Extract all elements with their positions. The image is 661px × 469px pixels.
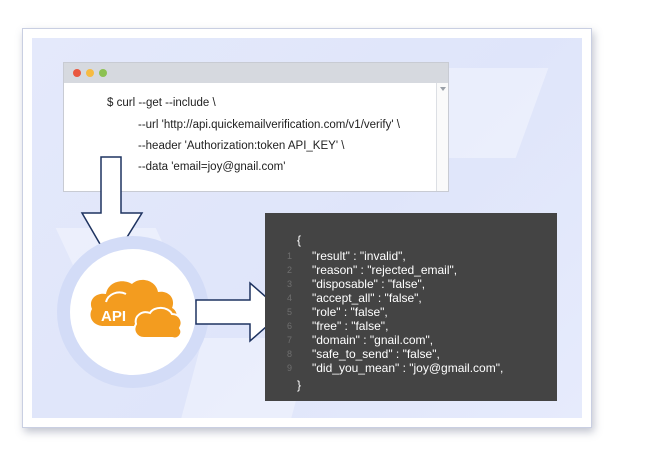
minimize-dot-icon (86, 69, 94, 77)
terminal-scrollbar[interactable] (436, 83, 448, 191)
line-number: 8 (286, 349, 292, 359)
api-label: API (101, 308, 127, 325)
json-response-panel (265, 213, 557, 401)
curl-url-line: --url 'http://api.quickemailverification… (138, 119, 400, 131)
line-number: 5 (286, 307, 292, 317)
json-close-brace: } (297, 378, 302, 392)
scroll-down-arrow-icon[interactable] (440, 87, 446, 91)
line-number: 2 (286, 265, 292, 275)
json-reason-line: "reason" : "rejected_email", (312, 263, 458, 277)
terminal-window (63, 62, 449, 192)
line-number: 1 (286, 251, 292, 261)
json-safe-to-send-line: "safe_to_send" : "false", (312, 347, 440, 361)
close-dot-icon (73, 69, 81, 77)
line-number: 4 (286, 293, 292, 303)
line-number: 6 (286, 321, 292, 331)
curl-header-line: --header 'Authorization:token API_KEY' \ (138, 140, 345, 152)
json-disposable-line: "disposable" : "false", (312, 277, 426, 291)
json-role-line: "role" : "false", (312, 305, 388, 319)
json-did-you-mean-line: "did_you_mean" : "joy@gmail.com", (312, 361, 504, 375)
terminal-titlebar (64, 63, 448, 83)
json-accept-all-line: "accept_all" : "false", (312, 291, 422, 305)
json-free-line: "free" : "false", (312, 319, 389, 333)
json-result-line: "result" : "invalid", (312, 249, 406, 263)
maximize-dot-icon (99, 69, 107, 77)
json-open-brace: { (297, 233, 302, 247)
curl-data-line: --data 'email=joy@gnail.com' (138, 161, 286, 173)
cloud-api-icon (90, 279, 183, 340)
line-number: 9 (286, 363, 292, 373)
curl-command-line: $ curl --get --include \ (107, 97, 216, 109)
json-domain-line: "domain" : "gnail.com", (312, 333, 434, 347)
line-number: 3 (286, 279, 292, 289)
line-number: 7 (286, 335, 292, 345)
